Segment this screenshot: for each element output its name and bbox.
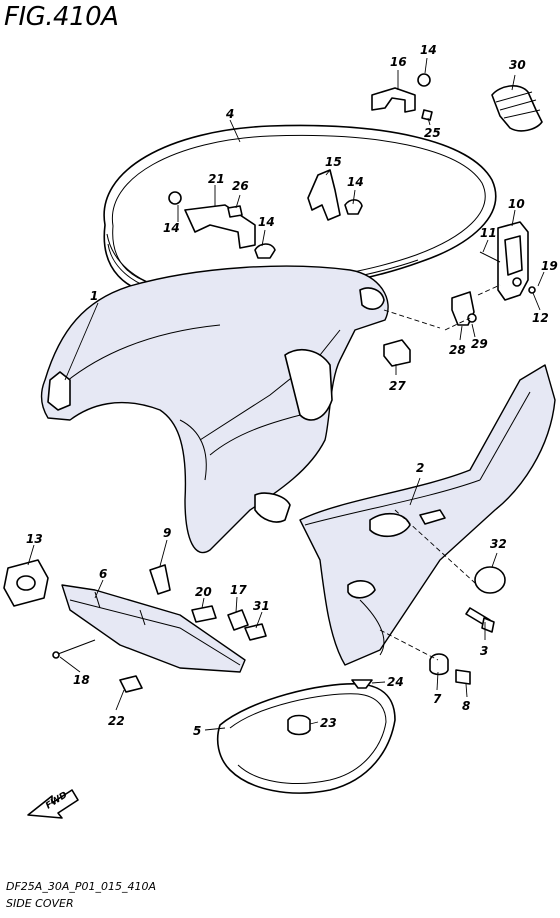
part-32-plug (474, 566, 506, 594)
callout-27: 27 (389, 379, 406, 393)
callout-21: 21 (208, 172, 225, 186)
part-18-pin (52, 639, 96, 659)
callout-9: 9 (163, 526, 171, 540)
part-28-hook (451, 291, 477, 326)
callout-30: 30 (509, 58, 526, 72)
part-27-clip (383, 339, 411, 367)
callout-1: 1 (90, 289, 98, 303)
part-3-bolt (465, 607, 495, 633)
callout-5: 5 (193, 724, 201, 738)
footer-caption: SIDE COVER (6, 897, 74, 910)
part-7-collar (429, 653, 449, 676)
part-21-bracket (168, 191, 276, 259)
callout-14-top: 14 (420, 43, 437, 57)
part-8-screw (455, 669, 471, 685)
callout-14-middle: 14 (258, 215, 275, 229)
part-13-bushing (3, 559, 49, 607)
callout-14-right: 14 (347, 175, 364, 189)
callout-17: 17 (230, 583, 247, 597)
callout-31: 31 (253, 599, 270, 613)
part-6-lower-bracket (61, 584, 246, 673)
footer-code: DF25A_30A_P01_015_410A (6, 880, 156, 893)
callout-20: 20 (195, 585, 212, 599)
callout-labels: 1 2 3 4 5 6 7 8 9 10 11 12 13 14 14 14 1… (26, 43, 558, 738)
callout-7: 7 (433, 692, 442, 706)
part-12-washer (528, 286, 536, 294)
leader-lines (27, 57, 545, 731)
part-16-bracket (371, 73, 433, 121)
callout-18: 18 (73, 673, 90, 687)
callout-6: 6 (99, 567, 107, 581)
part-22-nut (119, 675, 143, 693)
part-17-spacer (227, 609, 249, 631)
part-2-lower-side-cover (299, 364, 556, 666)
part-31-clip (244, 623, 267, 641)
callout-24: 24 (387, 675, 404, 689)
callout-11: 11 (480, 226, 497, 240)
callout-14-left: 14 (163, 221, 180, 235)
callout-8: 8 (462, 699, 470, 713)
callout-28: 28 (449, 343, 466, 357)
part-5-bottom-seal (216, 683, 396, 794)
callout-2: 2 (416, 461, 424, 475)
part-20-clip (191, 605, 217, 623)
callout-25: 25 (424, 126, 441, 140)
callout-15: 15 (325, 155, 342, 169)
callout-3: 3 (480, 644, 488, 658)
callout-10: 10 (508, 197, 525, 211)
part-24-clip (351, 679, 373, 689)
part-1-upper-side-cover (40, 265, 389, 554)
part-11-screw (479, 251, 501, 263)
callout-4: 4 (225, 107, 234, 121)
callout-23: 23 (320, 716, 337, 730)
hidden-lines (379, 284, 501, 661)
callout-16: 16 (390, 55, 407, 69)
callout-13: 13 (26, 532, 43, 546)
callout-29: 29 (471, 337, 488, 351)
part-9-bracket (149, 564, 171, 595)
callout-22: 22 (108, 714, 125, 728)
part-30-grommet (491, 85, 543, 132)
fwd-arrow: FWD (27, 789, 79, 819)
part-15-bracket (307, 169, 363, 221)
callout-19: 19 (541, 259, 558, 273)
callout-26: 26 (232, 179, 249, 193)
figure-title: FIG.410A (4, 2, 119, 32)
callout-32: 32 (490, 537, 507, 551)
part-10-latch (497, 221, 529, 301)
callout-12: 12 (532, 311, 549, 325)
